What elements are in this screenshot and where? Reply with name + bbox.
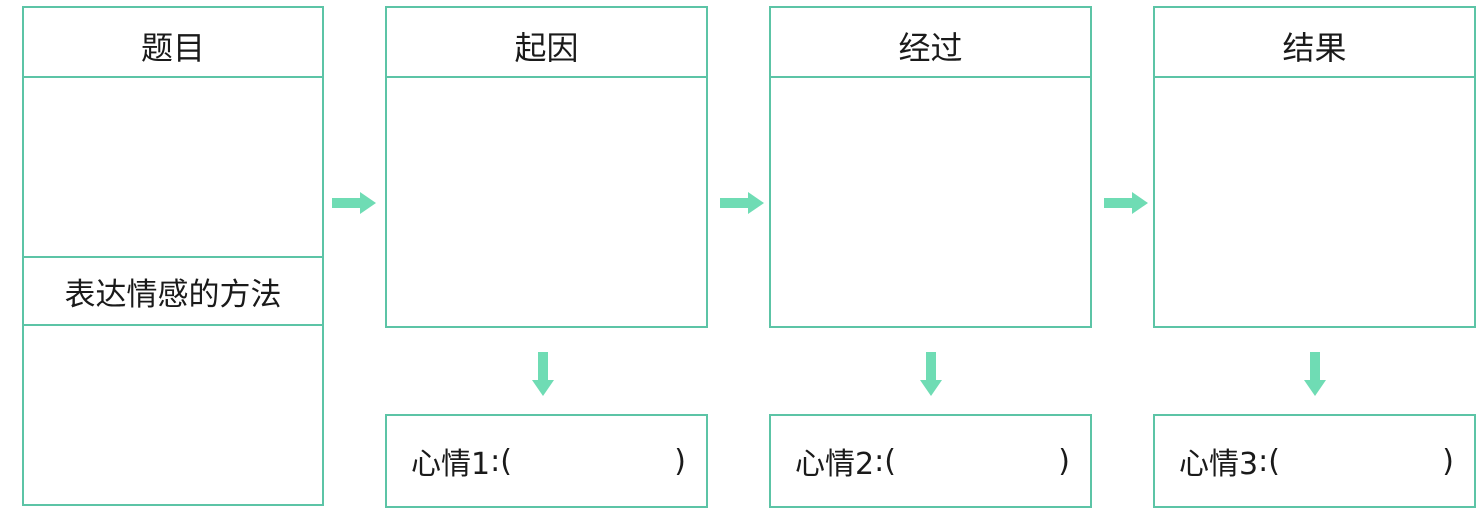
mood-line-2: 心情2:() xyxy=(795,416,1070,506)
mood-line-1: 心情1:() xyxy=(411,416,686,506)
mood-close-paren-3: ) xyxy=(1442,443,1454,479)
mood-label-1: 心情1 xyxy=(411,447,491,482)
mood-label-3: 心情3 xyxy=(1179,447,1259,482)
title-header: 题目 xyxy=(140,29,205,67)
stage-header-result: 结果 xyxy=(1282,29,1347,67)
stage-header-divider xyxy=(1155,76,1474,78)
right-arrow-icon xyxy=(1104,192,1148,214)
mood-open-paren-3: ( xyxy=(1268,443,1280,479)
mood-line-3: 心情3:() xyxy=(1179,416,1454,506)
right-arrow-icon xyxy=(332,192,376,214)
mood-label-2: 心情2 xyxy=(795,447,875,482)
mood-box-3: 心情3:() xyxy=(1153,414,1476,508)
mood-close-paren-1: ) xyxy=(674,443,686,479)
method-bottom-divider xyxy=(24,324,322,326)
method-top-divider xyxy=(24,256,322,258)
title-header-divider xyxy=(24,76,322,78)
mood-box-1: 心情1:() xyxy=(385,414,708,508)
mood-open-paren-2: ( xyxy=(884,443,896,479)
mood-colon-3: : xyxy=(1258,443,1269,479)
mood-close-paren-2: ) xyxy=(1058,443,1070,479)
right-arrow-icon xyxy=(720,192,764,214)
method-label: 表达情感的方法 xyxy=(64,277,282,313)
down-arrow-icon xyxy=(532,352,554,396)
stage-header-process: 经过 xyxy=(898,29,963,67)
mood-open-paren-1: ( xyxy=(500,443,512,479)
stage-header-divider xyxy=(771,76,1090,78)
stage-box-process: 经过 xyxy=(769,6,1092,328)
mood-colon-1: : xyxy=(490,443,501,479)
stage-box-cause: 起因 xyxy=(385,6,708,328)
stage-box-result: 结果 xyxy=(1153,6,1476,328)
stage-header-divider xyxy=(387,76,706,78)
mood-colon-2: : xyxy=(874,443,885,479)
down-arrow-icon xyxy=(1304,352,1326,396)
title-column-box: 题目 表达情感的方法 xyxy=(22,6,324,506)
stage-header-cause: 起因 xyxy=(514,29,579,67)
down-arrow-icon xyxy=(920,352,942,396)
mood-box-2: 心情2:() xyxy=(769,414,1092,508)
